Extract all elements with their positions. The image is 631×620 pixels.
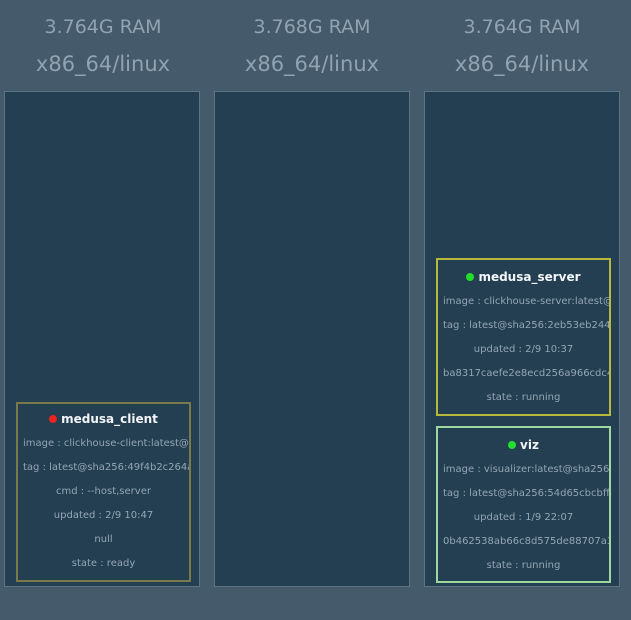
node-ram: 3.768G RAM <box>253 16 371 38</box>
status-dot-icon <box>466 273 475 281</box>
node-ram: 3.764G RAM <box>463 16 581 38</box>
container-updated: updated : 1/9 22:07 <box>473 512 574 523</box>
node-ram: 3.764G RAM <box>44 16 162 38</box>
node-box-1: medusa_client image : clickhouse-client:… <box>4 91 200 587</box>
container-image: image : visualizer:latest@sha256:5 <box>443 464 611 475</box>
container-tag: tag : latest@sha256:2eb53eb244f4 <box>443 320 611 331</box>
container-state: state : running <box>486 560 561 571</box>
node-box-2 <box>214 91 410 587</box>
container-image: image : clickhouse-client:latest@sh <box>23 438 191 449</box>
container-card-medusa-server[interactable]: medusa_server image : clickhouse-server:… <box>436 258 611 416</box>
container-id: 0b462538ab66c8d575de88707a3e <box>443 536 611 547</box>
container-state: state : running <box>486 392 561 403</box>
container-title: viz <box>438 438 609 452</box>
container-image: image : clickhouse-server:latest@s <box>443 296 611 307</box>
status-dot-icon <box>508 441 517 449</box>
container-updated: updated : 2/9 10:47 <box>53 510 154 521</box>
container-tag: tag : latest@sha256:54d65cbcbff52 <box>443 488 611 499</box>
node-arch: x86_64/linux <box>244 52 380 76</box>
node-arch: x86_64/linux <box>35 52 171 76</box>
container-name: medusa_client <box>61 412 158 426</box>
container-name: medusa_server <box>478 270 581 284</box>
container-title: medusa_client <box>18 412 189 426</box>
node-arch: x86_64/linux <box>454 52 590 76</box>
container-title: medusa_server <box>438 270 609 284</box>
container-name: viz <box>520 438 539 452</box>
container-state: state : ready <box>71 558 136 569</box>
container-card-medusa-client[interactable]: medusa_client image : clickhouse-client:… <box>16 402 191 582</box>
container-card-viz[interactable]: viz image : visualizer:latest@sha256:5 t… <box>436 426 611 583</box>
node-box-3: medusa_server image : clickhouse-server:… <box>424 91 620 587</box>
container-tag: tag : latest@sha256:49f4b2c264ad <box>23 462 191 473</box>
container-updated: updated : 2/9 10:37 <box>473 344 574 355</box>
container-extra: null <box>94 534 113 545</box>
status-dot-icon <box>49 415 58 423</box>
container-cmd: cmd : --host,server <box>56 486 151 497</box>
container-id: ba8317caefe2e8ecd256a966cdc40 <box>443 368 611 379</box>
